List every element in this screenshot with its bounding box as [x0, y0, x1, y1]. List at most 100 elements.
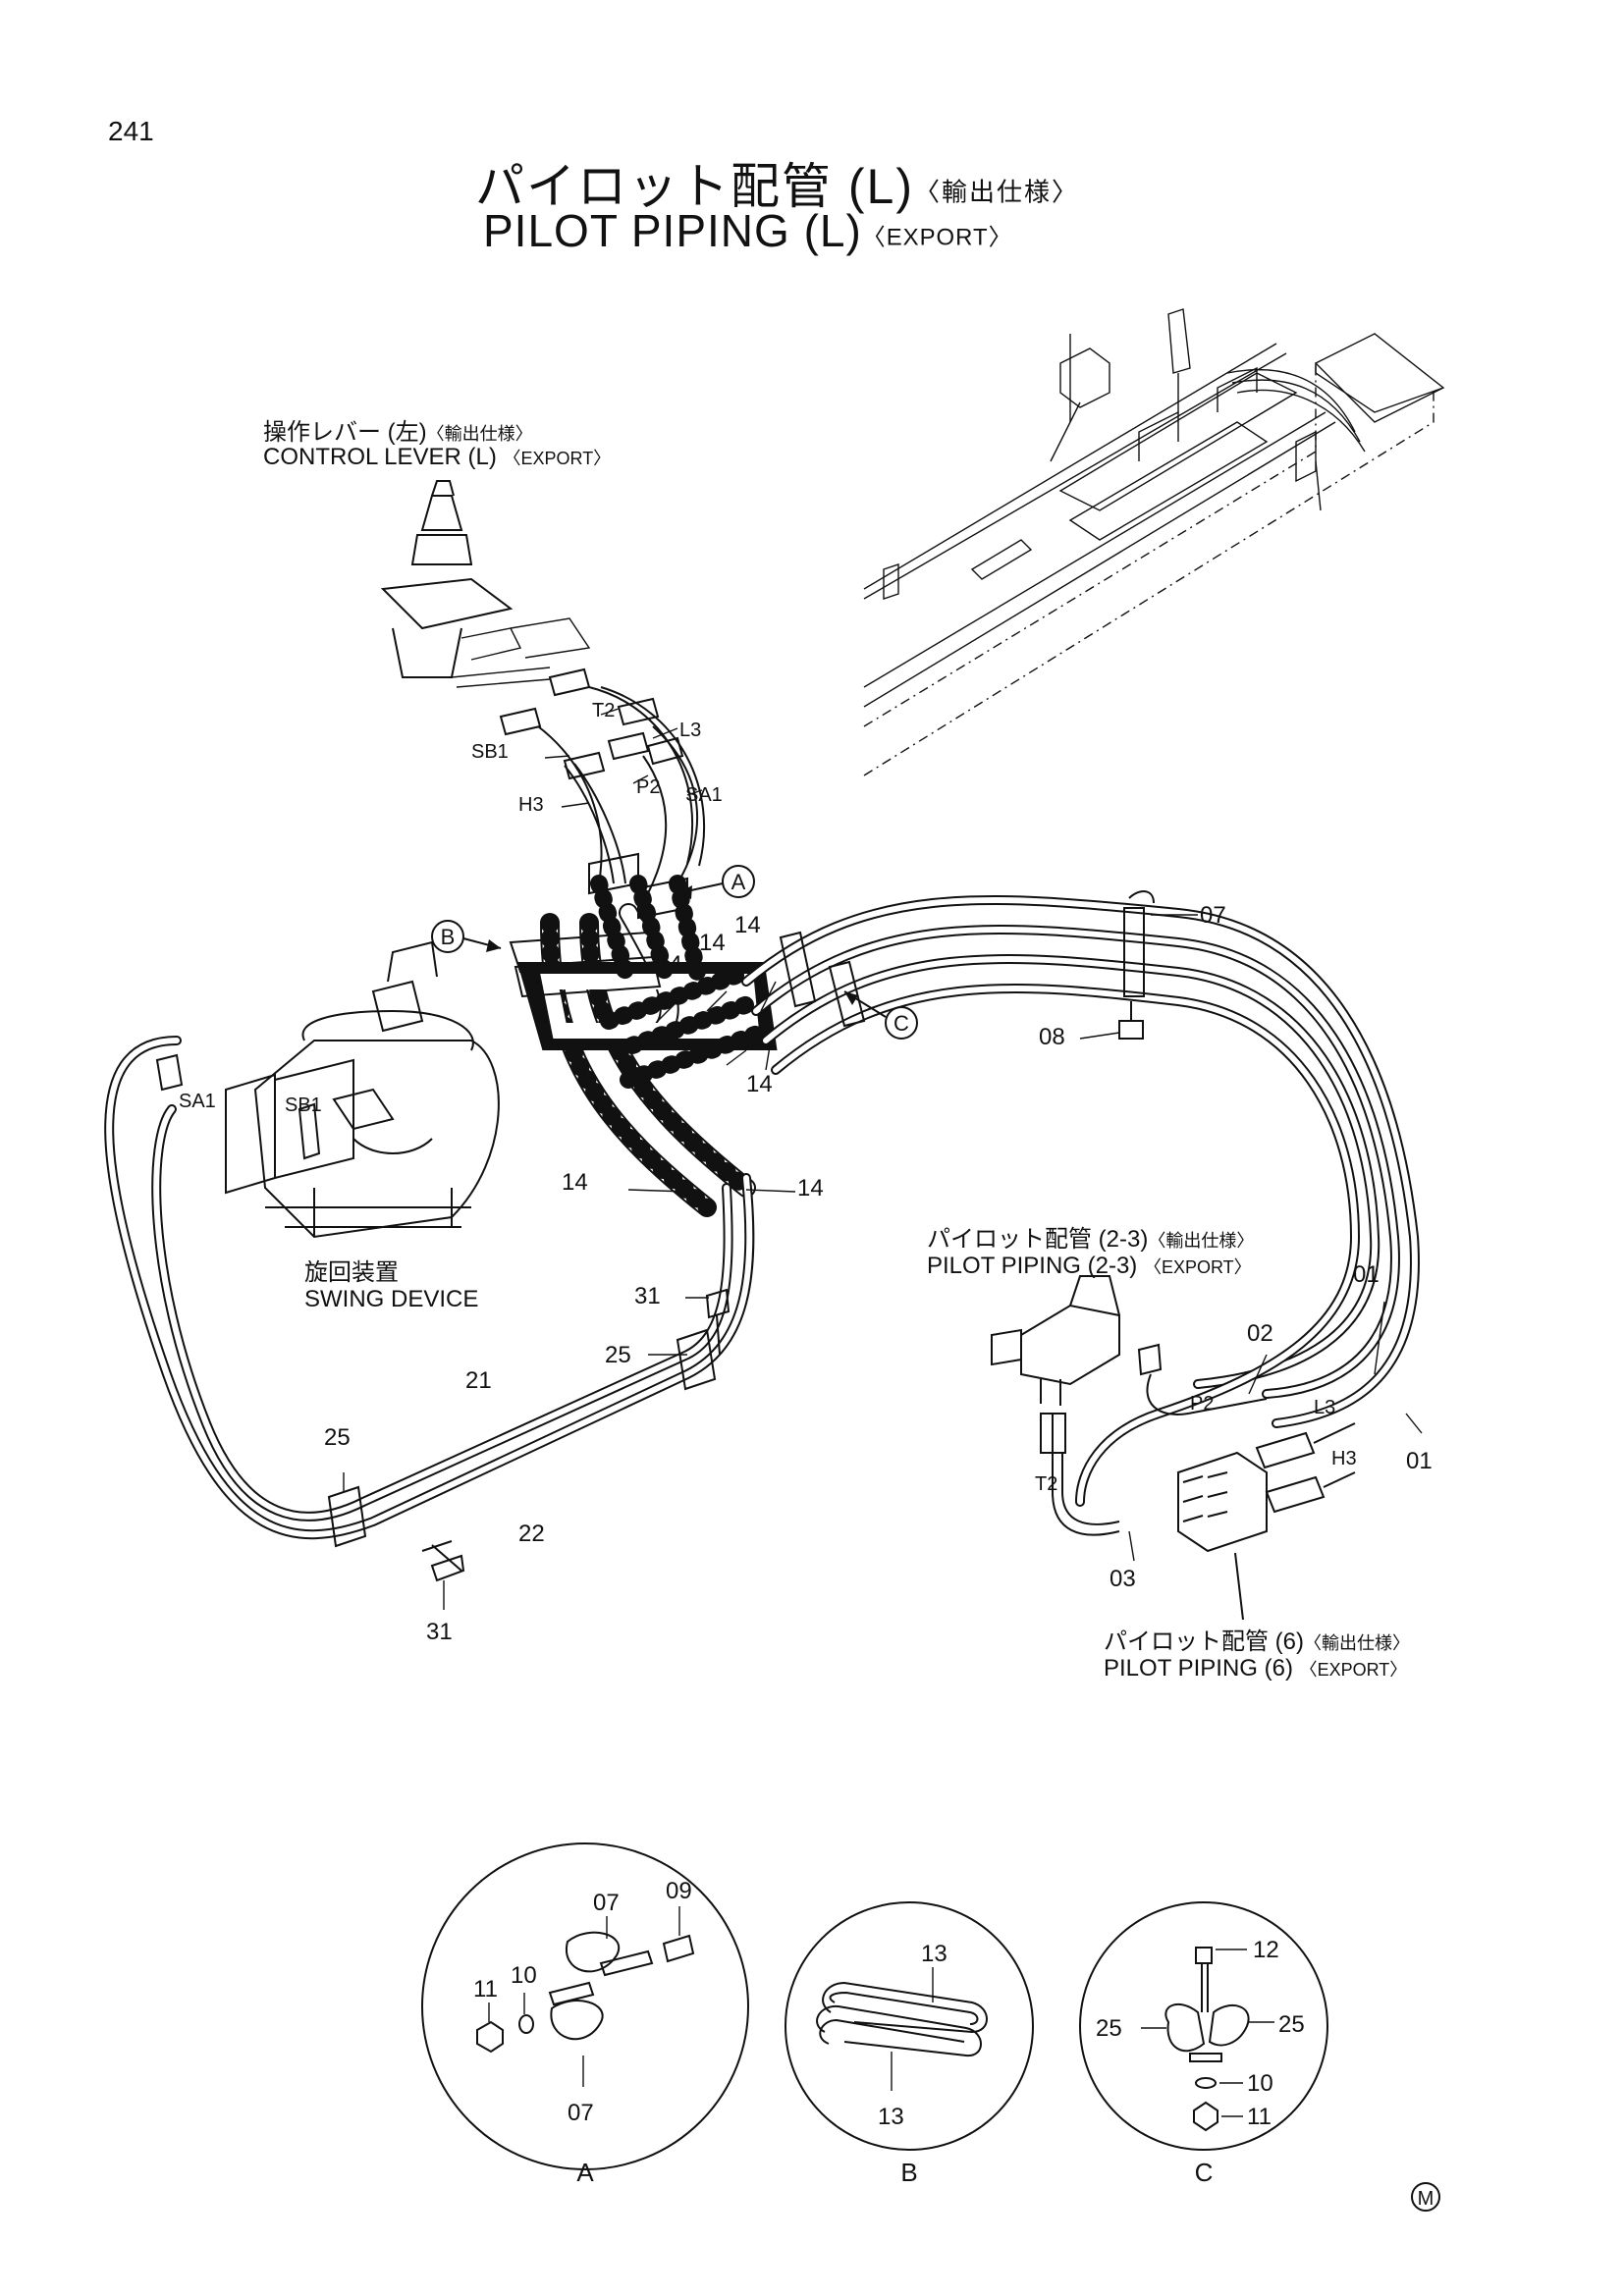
pilot-piping-2-3-en-sub: 〈EXPORT〉	[1143, 1257, 1252, 1277]
pilot-piping-2-3-jp-sub: 〈輸出仕様〉	[1148, 1231, 1255, 1251]
control-lever-jp-sub: 〈輸出仕様〉	[426, 424, 533, 444]
detail-ref-a-circle	[722, 865, 755, 898]
pilot-piping-6-jp-sub: 〈輸出仕様〉	[1304, 1633, 1410, 1653]
detail-ref-c-circle	[885, 1006, 918, 1040]
pilot-piping-2-3-jp: パイロット配管 (2-3)	[927, 1226, 1149, 1253]
detail-a-part-10: 10	[511, 1962, 537, 1989]
part-01-upper: 01	[1353, 1261, 1380, 1288]
port-label-sa1-lever: SA1	[685, 784, 723, 806]
detail-a-part-07-top: 07	[593, 1890, 620, 1916]
detail-c: C 12 25 25 10 11	[1079, 1901, 1328, 2187]
pilot-piping-2-3-valve	[991, 1275, 1268, 1536]
detail-ref-b-circle	[431, 920, 464, 953]
detail-a-part-09: 09	[666, 1878, 692, 1904]
detail-c-label: C	[1195, 2158, 1214, 2187]
part-21: 21	[465, 1367, 492, 1394]
page-title-jp: パイロット配管 (L)〈輸出仕様〉	[475, 147, 1079, 218]
page-number: 241	[108, 116, 154, 146]
part-08: 08	[1039, 1024, 1065, 1050]
part-14-c: 14	[734, 912, 761, 938]
part-31-upper: 31	[634, 1283, 661, 1309]
title-jp-main: パイロット配管 (L)	[475, 159, 914, 214]
pilot-piping-2-3-label-en: PILOT PIPING (2-3) 〈EXPORT〉	[927, 1253, 1252, 1280]
port-label-t2-valve: T2	[1035, 1473, 1057, 1495]
swing-device-illustration	[155, 940, 500, 1239]
pilot-piping-6-label-en: PILOT PIPING (6) 〈EXPORT〉	[1104, 1655, 1407, 1682]
port-label-l3-lever: L3	[679, 720, 701, 741]
detail-c-circle	[1079, 1901, 1328, 2151]
detail-refs: A B C	[431, 865, 918, 1040]
part-01-lower: 01	[1406, 1448, 1433, 1474]
detail-a-circle	[421, 1842, 749, 2170]
pilot-piping-2-3-label-jp: パイロット配管 (2-3)〈輸出仕様〉	[927, 1219, 1254, 1254]
control-lever-illustration	[380, 480, 591, 688]
control-lever-label-jp: 操作レバー (左)〈輸出仕様〉	[263, 412, 533, 447]
detail-b-part-13-top: 13	[921, 1941, 947, 1967]
swing-device-label-en: SWING DEVICE	[304, 1286, 479, 1312]
hose-bundle	[509, 852, 778, 1217]
control-lever-en-sub: 〈EXPORT〉	[503, 449, 612, 468]
detail-b-part-13-bottom: 13	[878, 2104, 904, 2130]
pilot-piping-6-label-jp: パイロット配管 (6)〈輸出仕様〉	[1104, 1622, 1410, 1656]
detail-a-part-11: 11	[473, 1976, 498, 2002]
part-02: 02	[1247, 1320, 1273, 1347]
pilot-piping-6-en: PILOT PIPING (6)	[1104, 1655, 1293, 1682]
port-label-p2-lever: P2	[636, 776, 660, 798]
hoses-to-valves	[741, 890, 1420, 1507]
detail-a-part-07-bottom: 07	[568, 2100, 594, 2126]
part-07: 07	[1200, 902, 1226, 929]
page-title-en: PILOT PIPING (L)〈EXPORT〉	[483, 204, 1012, 257]
pilot-piping-6-valve	[1177, 1422, 1356, 1621]
control-lever-en: CONTROL LEVER (L)	[263, 444, 497, 470]
part-14-b: 14	[699, 930, 726, 956]
pilot-piping-6-en-sub: 〈EXPORT〉	[1299, 1660, 1408, 1680]
m-mark-letter: M	[1418, 2188, 1435, 2210]
part-14-d: 14	[746, 1071, 773, 1097]
port-labels: T2 L3 SB1 P2 SA1 H3 SB1 SA1 P2 L3 H3 T2	[179, 700, 1357, 1495]
control-lever-jp: 操作レバー (左)	[263, 419, 427, 446]
title-en-main: PILOT PIPING (L)	[483, 205, 862, 256]
port-label-l3-valve: L3	[1314, 1397, 1335, 1418]
part-14-e: 14	[562, 1169, 588, 1196]
detail-b: B 13 13	[785, 1901, 1034, 2187]
pilot-piping-2-3-en: PILOT PIPING (2-3)	[927, 1253, 1138, 1279]
part-03: 03	[1110, 1566, 1136, 1592]
part-14-f: 14	[797, 1175, 824, 1201]
part-22: 22	[518, 1521, 545, 1547]
part-number-callouts: 07 08 14 14 14 14 14 14 31 25 21 25 22 3…	[324, 902, 1433, 1645]
long-hoses	[104, 1036, 755, 1582]
detail-c-part-25-right: 25	[1278, 2011, 1305, 2038]
port-label-h3-lever: H3	[518, 794, 544, 816]
port-label-p2-valve: P2	[1190, 1393, 1214, 1415]
port-label-t2-lever: T2	[592, 700, 615, 721]
control-lever-label-en: CONTROL LEVER (L) 〈EXPORT〉	[263, 444, 611, 471]
detail-ref-c: C	[893, 1011, 909, 1036]
part-25-lower: 25	[324, 1424, 351, 1451]
detail-c-part-11: 11	[1247, 2104, 1272, 2130]
detail-b-label: B	[900, 2158, 917, 2187]
detail-ref-a: A	[731, 870, 746, 894]
detail-a: A 07 09 10 11 07	[421, 1842, 749, 2187]
detail-b-circle	[785, 1901, 1034, 2151]
port-label-sa1-swing: SA1	[179, 1091, 216, 1112]
detail-ref-b: B	[441, 925, 456, 949]
swing-device-label-jp: 旋回装置	[304, 1259, 399, 1286]
lever-port-fittings	[499, 667, 706, 894]
part-14-a: 14	[656, 951, 682, 978]
part-31-lower: 31	[426, 1619, 453, 1645]
port-label-sb1-lever: SB1	[471, 741, 509, 763]
machine-frame-illustration	[863, 308, 1445, 776]
title-jp-sub: 〈輸出仕様〉	[914, 177, 1080, 207]
part-25-upper: 25	[605, 1342, 631, 1368]
pilot-piping-6-jp: パイロット配管 (6)	[1104, 1629, 1304, 1655]
m-mark: M	[1411, 2182, 1440, 2212]
leader-lines	[343, 708, 1423, 1610]
port-label-sb1-swing: SB1	[285, 1095, 322, 1116]
detail-a-label: A	[576, 2158, 594, 2187]
detail-c-part-10: 10	[1247, 2070, 1273, 2097]
detail-c-part-25-left: 25	[1096, 2015, 1122, 2042]
port-label-h3-valve: H3	[1331, 1448, 1357, 1469]
title-en-sub: 〈EXPORT〉	[861, 224, 1013, 251]
